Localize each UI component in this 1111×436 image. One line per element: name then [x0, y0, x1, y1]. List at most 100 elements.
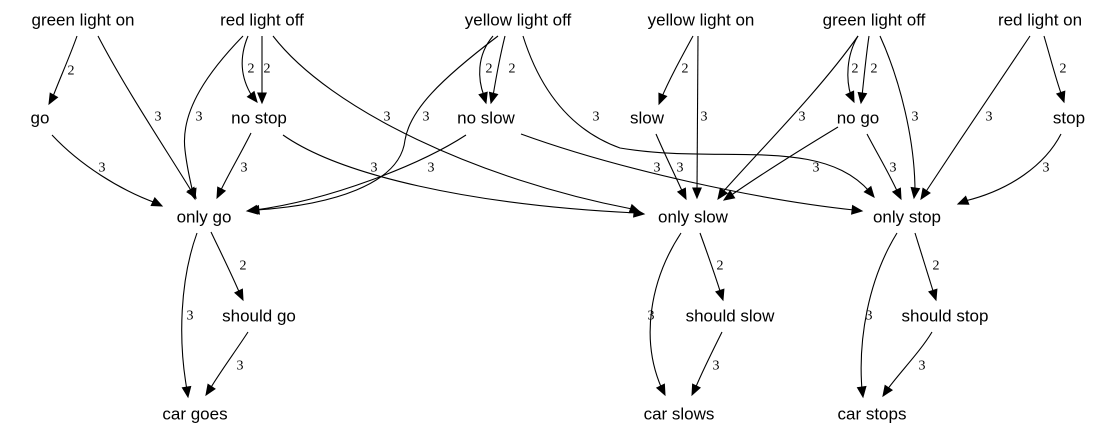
edge-weight-label: 3	[1043, 161, 1050, 176]
edge-weight-label: 3	[813, 161, 820, 176]
edge-weight-label: 3	[241, 161, 248, 176]
edge-only_slow-to-car_slows	[649, 232, 682, 390]
arrowhead-only_slow-to-should_slow	[715, 288, 725, 302]
edge-weight-label: 2	[486, 62, 493, 77]
edge-green_off-to-only_slow	[721, 35, 859, 194]
node-car-slows: car slows	[644, 405, 715, 424]
edge-yellow_on-to-slow	[660, 35, 694, 100]
edge-should_stop-to-car_stops	[886, 331, 933, 391]
edge-weight-label: 2	[264, 62, 271, 77]
edge-weight-label: 2	[852, 62, 859, 77]
arrowhead-yellow_on-to-only_slow	[692, 187, 702, 200]
edge-red_off-to-only_go	[183, 35, 244, 194]
node-yellow-off: yellow light off	[465, 11, 572, 30]
edge-yellow_off-to-only_stop	[522, 35, 871, 193]
edge-no_stop-to-only_go	[219, 132, 252, 193]
edge-red_off-to-only_slow	[272, 35, 633, 210]
node-car-goes: car goes	[162, 405, 227, 424]
edge-weight-label: 3	[428, 161, 435, 176]
edge-go-to-only_go	[51, 134, 157, 204]
arrowhead-should_go-to-car_goes	[205, 383, 216, 397]
edge-weight-label: 2	[240, 259, 247, 274]
node-no-slow: no slow	[457, 109, 515, 128]
edge-should_slow-to-car_slows	[694, 331, 723, 390]
node-only-stop: only stop	[873, 208, 941, 227]
edge-red_off-to-no_stop	[241, 35, 253, 97]
edge-no_stop-to-only_slow	[282, 134, 637, 214]
arrowhead-green_off-to-no_go	[845, 90, 855, 104]
edge-weight-label: 2	[871, 62, 878, 77]
edge-weight-label: 3	[187, 309, 194, 324]
edge-weight-label: 3	[99, 161, 106, 176]
edge-weight-label: 3	[677, 161, 684, 176]
edge-stop-to-only_stop	[964, 133, 1062, 202]
edge-weight-label: 3	[890, 161, 897, 176]
edge-weight-label: 2	[68, 64, 75, 79]
edge-weight-label: 3	[701, 110, 708, 125]
edge-weight-label: 3	[155, 110, 162, 125]
edge-weight-label: 3	[593, 110, 600, 125]
edge-should_go-to-car_goes	[209, 331, 249, 390]
edge-green_on-to-go	[51, 35, 78, 100]
edge-weight-label: 3	[986, 110, 993, 125]
arrowhead-green_off-to-only_stop	[910, 186, 921, 200]
edge-weight-label: 3	[371, 161, 378, 176]
node-should-go: should go	[222, 307, 296, 326]
arrowhead-red_on-to-stop	[1055, 90, 1066, 104]
arrowhead-green_on-to-go	[48, 92, 59, 106]
arrowhead-no_go-to-only_stop	[891, 187, 902, 201]
arrowhead-red_off-to-no_stop	[257, 92, 267, 105]
arrowhead-should_stop-to-car_stops	[882, 384, 894, 398]
arrowhead-no_slow-to-only_stop	[851, 204, 864, 215]
edge-weight-label: 3	[919, 359, 926, 374]
edge-green_off-to-only_stop	[879, 35, 916, 193]
edge-red_on-to-only_stop	[924, 35, 1031, 194]
node-no-go: no go	[837, 109, 880, 128]
edge-red_on-to-stop	[1043, 35, 1063, 97]
arrowhead-only_go-to-should_go	[234, 288, 244, 302]
arrowhead-red_on-to-only_stop	[920, 187, 931, 201]
arrowhead-should_slow-to-car_slows	[691, 383, 701, 397]
edge-only_go-to-should_go	[210, 231, 241, 295]
edge-green_on-to-only_go	[97, 35, 193, 193]
arrowhead-green_off-to-no_go	[857, 91, 868, 105]
edges-layer	[48, 35, 1066, 399]
arrowhead-only_stop-to-should_stop	[928, 288, 938, 302]
edge-yellow_off-to-only_go	[256, 35, 499, 211]
node-stop: stop	[1053, 109, 1085, 128]
arrowhead-yellow_on-to-slow	[658, 92, 668, 106]
edge-slow-to-only_slow	[655, 133, 684, 194]
edge-only_stop-to-car_stops	[860, 232, 898, 391]
edge-only_stop-to-should_stop	[914, 232, 935, 295]
arrowhead-green_off-to-only_slow	[717, 187, 729, 201]
node-yellow-on: yellow light on	[648, 11, 755, 30]
arrowhead-red_off-to-no_stop	[246, 90, 258, 104]
arrowhead-stop-to-only_stop	[956, 195, 970, 205]
edge-no_slow-to-only_go	[254, 134, 467, 211]
edge-weight-label: 2	[509, 62, 516, 77]
arrowhead-only_slow-to-car_slows	[655, 383, 666, 397]
edge-weight-label: 3	[654, 161, 661, 176]
arrowhead-no_stop-to-only_go	[216, 186, 227, 200]
arrowhead-no_go-to-only_slow	[722, 189, 736, 201]
node-red-on: red light on	[998, 11, 1082, 30]
edge-weight-label: 2	[682, 62, 689, 77]
edge-no_slow-to-only_stop	[520, 133, 855, 211]
edge-no_go-to-only_slow	[729, 126, 839, 197]
edge-weight-label: 3	[196, 110, 203, 125]
node-should-slow: should slow	[686, 307, 776, 326]
arrowhead-only_go-to-car_goes	[181, 385, 192, 399]
node-should-stop: should stop	[902, 307, 989, 326]
arrowhead-slow-to-only_slow	[676, 187, 687, 201]
edge-weight-label: 3	[648, 309, 655, 324]
edge-weight-label: 3	[912, 110, 919, 125]
node-red-off: red light off	[220, 11, 304, 30]
edge-only_go-to-car_goes	[181, 232, 198, 391]
node-slow: slow	[630, 109, 665, 128]
edge-no_go-to-only_stop	[866, 133, 899, 194]
edge-weight-label: 3	[866, 309, 873, 324]
edge-weight-label: 2	[1060, 62, 1067, 77]
